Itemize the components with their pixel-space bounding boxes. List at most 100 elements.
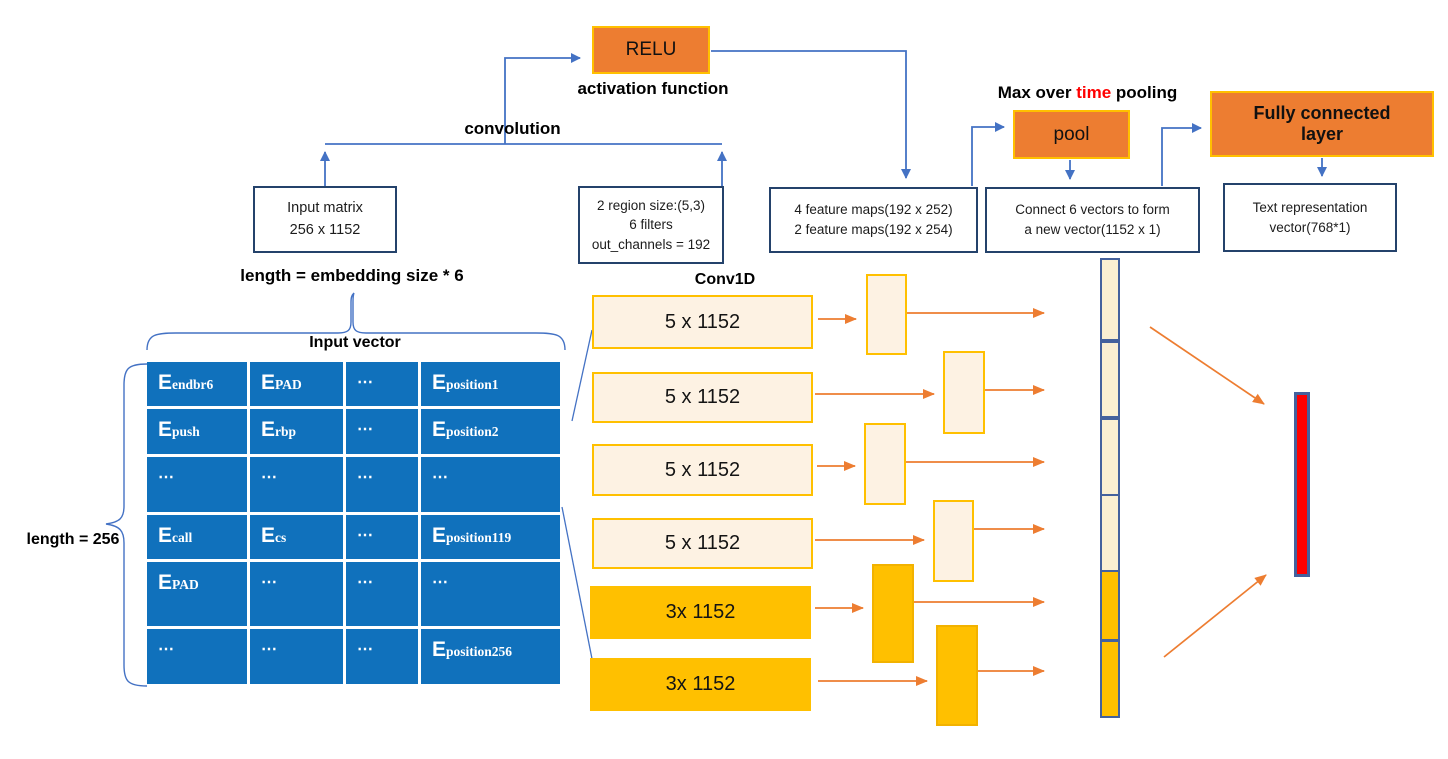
input-vector-caption: Input vector (309, 334, 401, 351)
region-line2: 6 filters (629, 217, 673, 233)
table-cell-r6c3: ⋯ (346, 629, 418, 684)
embedding-subscript: endbr6 (172, 377, 214, 392)
embedding-subscript: PAD (275, 377, 302, 392)
embedding-prefix: E (432, 418, 447, 441)
conv-filter-label-2: 5 x 1152 (664, 386, 741, 408)
conv-filter-label-6: 3x 1152 (665, 673, 736, 695)
feature-map-rect-6 (936, 625, 978, 726)
conv-filter-label-3: 5 x 1152 (664, 458, 741, 481)
embedding-prefix: E (432, 524, 447, 547)
feature-map-rect-3 (864, 423, 906, 505)
embedding-prefix: E (432, 638, 447, 661)
embedding-length-caption: length = embedding size * 6 (240, 266, 464, 285)
ellipsis-text: ⋯ (357, 374, 374, 391)
conv-filter-label-1: 5 x 1152 (664, 310, 741, 333)
pool-box: pool (1013, 110, 1130, 159)
embedding-subscript: position256 (446, 644, 513, 659)
embedding-prefix: E (158, 524, 173, 547)
feature-map-rect-2 (943, 351, 985, 434)
connect-vectors-box: Connect 6 vectors to form a new vector(1… (985, 187, 1200, 253)
ellipsis-text: ⋯ (357, 421, 374, 438)
pooling-caption-time: time (1076, 83, 1112, 102)
ellipsis-text: ⋯ (261, 469, 278, 486)
embedding-subscript: position119 (446, 530, 512, 545)
output-vector-bar (1294, 392, 1310, 577)
ellipsis-text: ⋯ (357, 574, 374, 591)
ellipsis-text: ⋯ (357, 527, 374, 544)
table-cell-r3c4: ⋯ (421, 457, 560, 512)
arrow-vector-to-output-upper (1149, 326, 1265, 405)
text-representation-box: Text representation vector(768*1) (1223, 183, 1397, 252)
embedding-prefix: E (261, 524, 276, 547)
embedding-subscript: cs (275, 530, 287, 545)
embedding-prefix: E (261, 418, 276, 441)
conv-filter-box-3: 5 x 1152 (592, 444, 813, 496)
arrow-vector-to-output-lower (1163, 574, 1267, 658)
arrow-connect-to-fc (1161, 123, 1202, 186)
pooling-caption: Max over time pooling (975, 83, 1200, 103)
conv1d-caption: Conv1D (694, 271, 756, 288)
ellipsis-text: ⋯ (261, 574, 278, 591)
table-cell-r6c1: ⋯ (147, 629, 247, 684)
pooled-segment-4 (1100, 494, 1120, 572)
ellipsis-text: ⋯ (432, 469, 449, 486)
feature-maps-box: 4 feature maps(192 x 252) 2 feature maps… (769, 187, 978, 253)
feature-map-rect-4 (933, 500, 974, 582)
table-cell-r5c4: ⋯ (421, 562, 560, 626)
embedding-prefix: E (158, 571, 173, 594)
fully-connected-label: Fully connected layer (1253, 103, 1391, 144)
embedding-prefix: E (261, 371, 276, 394)
embedding-prefix: E (432, 371, 447, 394)
feature-map-rect-5 (872, 564, 914, 663)
ellipsis-text: ⋯ (357, 641, 374, 658)
embedding-subscript: push (172, 424, 200, 439)
fully-connected-box: Fully connected layer (1210, 91, 1434, 157)
region-line1: 2 region size:(5,3) (596, 197, 706, 213)
table-cell-r1c3: ⋯ (346, 362, 418, 406)
conv-filter-box-5: 3x 1152 (590, 586, 811, 639)
embedding-prefix: E (158, 418, 173, 441)
ellipsis-text: ⋯ (432, 574, 449, 591)
embedding-prefix: E (158, 371, 173, 394)
region-size-box: 2 region size:(5,3) 6 filters out_channe… (578, 186, 724, 264)
feature-maps-line2: 2 feature maps(192 x 254) (794, 222, 953, 237)
pool-label: pool (1053, 123, 1090, 145)
pooled-segment-3 (1100, 418, 1120, 496)
sequence-length-caption: length = 256 (26, 531, 120, 548)
embedding-subscript: PAD (172, 577, 199, 592)
table-cell-r3c1: ⋯ (147, 457, 247, 512)
convolution-caption: convolution (464, 119, 561, 138)
relu-box: RELU (592, 26, 710, 74)
text-repr-line2: vector(768*1) (1269, 219, 1351, 235)
text-repr-line1: Text representation (1252, 199, 1368, 215)
arrow-featuremaps-to-pool (971, 122, 1005, 186)
conv-filter-label-5: 3x 1152 (665, 601, 736, 623)
conv-filter-box-2: 5 x 1152 (592, 372, 813, 423)
pooling-caption-post: pooling (1111, 83, 1178, 102)
pooled-segment-5 (1100, 570, 1120, 641)
feature-maps-line1: 4 feature maps(192 x 252) (794, 202, 953, 218)
pooled-segment-6 (1100, 640, 1120, 718)
embedding-subscript: call (172, 530, 193, 545)
brace-length-256 (105, 363, 148, 687)
conv-filter-box-4: 5 x 1152 (592, 518, 813, 569)
ellipsis-text: ⋯ (261, 641, 278, 658)
embedding-subscript: position1 (446, 377, 499, 392)
table-cell-r3c3: ⋯ (346, 457, 418, 512)
table-cell-r6c2: ⋯ (250, 629, 343, 684)
connect-line1: Connect 6 vectors to form (1015, 202, 1170, 218)
pooled-segment-2 (1100, 341, 1120, 418)
